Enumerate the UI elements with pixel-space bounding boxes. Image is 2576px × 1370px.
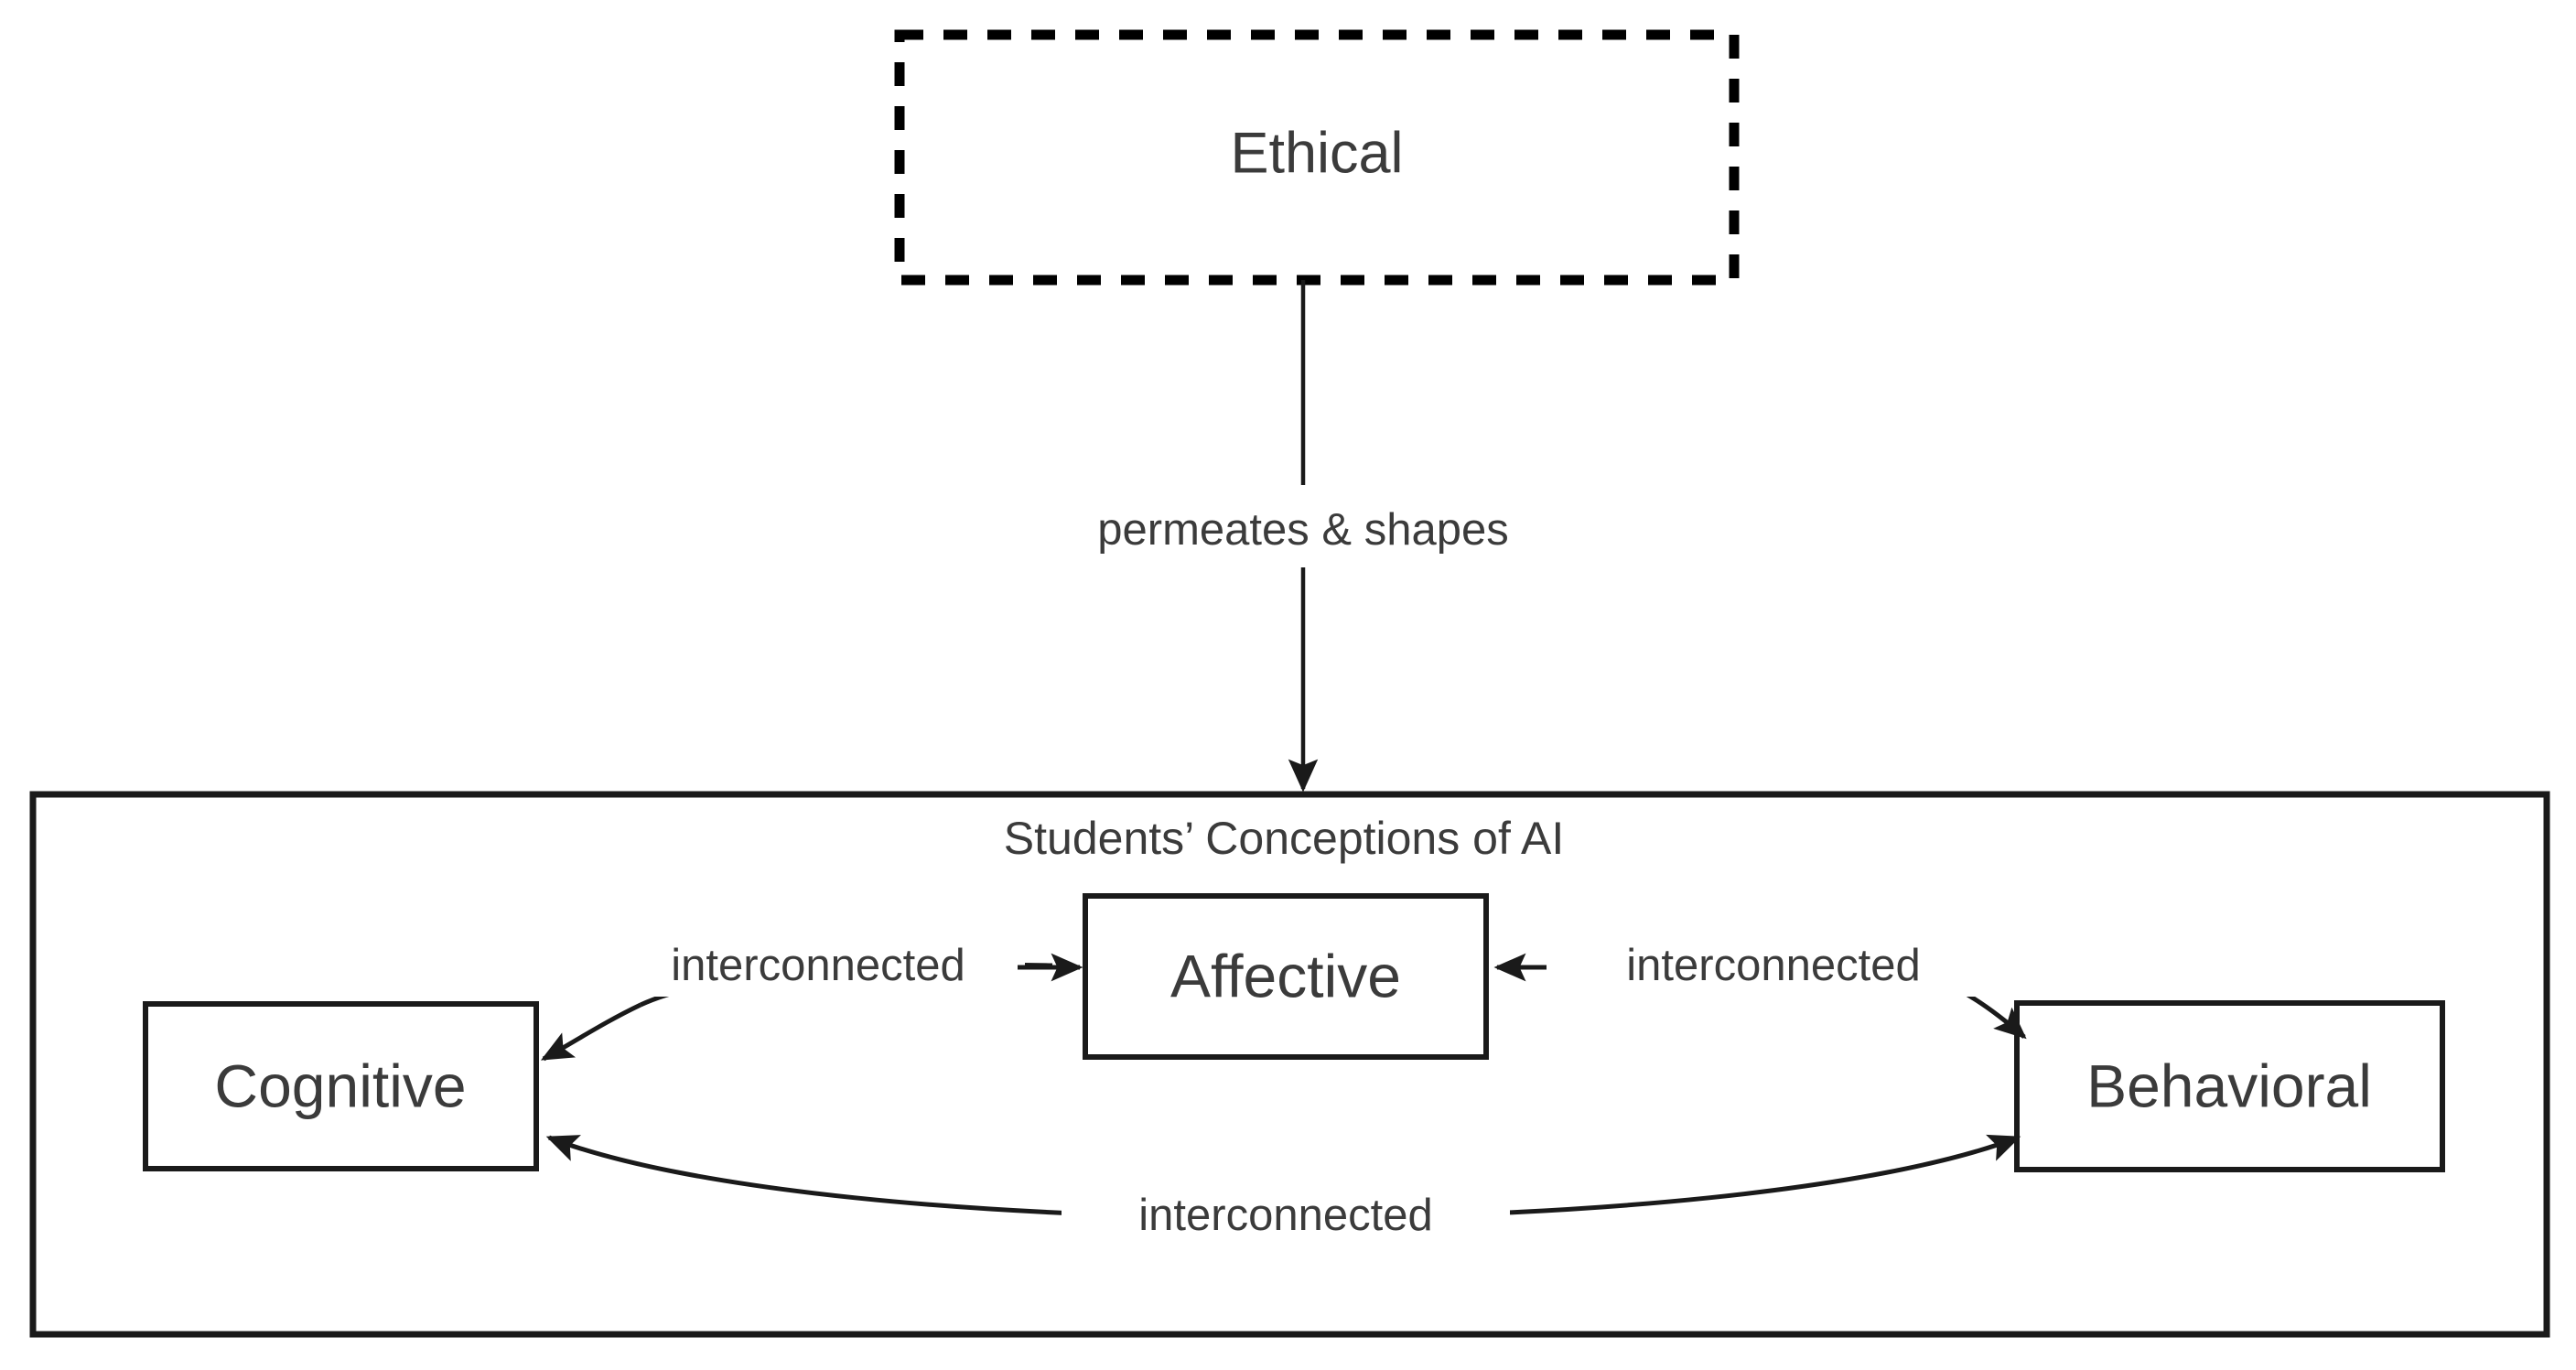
edge-affective-cognitive-label: interconnected	[671, 941, 965, 990]
node-affective-label: Affective	[1170, 942, 1401, 1009]
node-behavioral-box[interactable]	[2014, 1000, 2445, 1172]
edge-permeates-label: permeates & shapes	[1097, 505, 1508, 555]
node-behavioral-label: Behavioral	[2086, 1052, 2372, 1119]
edge-cognitive-behavioral-label-bg	[1062, 1187, 1510, 1249]
node-cognitive-label: Cognitive	[214, 1052, 466, 1119]
node-ethical-label: Ethical	[1230, 122, 1403, 186]
node-affective-box[interactable]	[1083, 893, 1489, 1060]
edge-permeates-label-bg	[979, 499, 1627, 563]
edge-affective-cognitive-label-bg	[611, 938, 1025, 997]
container-title: Students’ Conceptions of AI	[1004, 813, 1564, 864]
edge-affective-behavioral-label-bg	[1567, 938, 1980, 997]
node-cognitive-box[interactable]	[143, 1001, 539, 1171]
edge-affective-behavioral-label: interconnected	[1626, 941, 1920, 990]
edge-affective-cognitive-arrow	[540, 1002, 642, 1062]
edge-cognitive-behavioral-label: interconnected	[1138, 1191, 1432, 1240]
node-ethical-box[interactable]	[894, 29, 1740, 286]
